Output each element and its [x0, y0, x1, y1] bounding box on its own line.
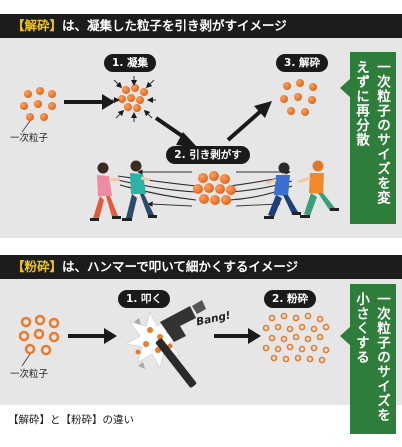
- section2-fine-particles: [262, 312, 330, 364]
- section2-callout-arrow: [340, 326, 351, 346]
- section1-arrow-1-head: [102, 94, 115, 110]
- figure-caption: 【解砕】と【粉砕】の違い: [8, 414, 134, 426]
- section1-step3-badge: [276, 54, 328, 72]
- section2-primary-label: 一次粒子: [10, 369, 49, 380]
- section1-panel: [0, 38, 402, 238]
- section1-title-text: は、凝集した粒子を引き剥がすイメージ: [62, 18, 287, 33]
- section2-primary-particles: [18, 314, 60, 356]
- section2-callout: 一次粒子のサイズを小さくする: [350, 284, 396, 434]
- section1-dispersed-particles: [280, 79, 317, 116]
- section1-title-keyword: 【解砕】: [12, 18, 63, 33]
- section1-aggregate-cluster: [118, 84, 148, 112]
- section1-step2-badge: [166, 146, 250, 164]
- section1-arrow-3: [226, 108, 264, 142]
- section1-pulled-cluster: [193, 171, 236, 205]
- section1-title-bar: 【解砕】は、凝集した粒子を引き剥がすイメージ: [0, 14, 402, 38]
- section1-step3-label: 3. 解砕: [284, 57, 320, 69]
- person-left-1: [90, 162, 121, 221]
- section1-step1-badge: [104, 54, 156, 72]
- section1-primary-particles: [20, 87, 56, 121]
- person-right-1: [264, 162, 301, 219]
- section2-primary-pointer: [21, 353, 31, 367]
- section1-arrow-3-head: [254, 101, 272, 118]
- section1-pull-arrows: [137, 169, 291, 207]
- section2-step1-label: 1. 叩く: [126, 293, 162, 305]
- section1-primary-label: 一次粒子: [10, 133, 49, 144]
- section1-step2-label: 2. 引き剥がす: [174, 149, 242, 161]
- section1-aggregate-force-arrows: [112, 76, 156, 122]
- section2-title-bar: 【粉砕】は、ハンマーで叩いて細かくするイメージ: [0, 255, 402, 279]
- section1-callout-arrow: [340, 78, 351, 98]
- section1-arrow-2-head: [176, 132, 198, 148]
- person-left-2: [122, 160, 157, 221]
- section2-arrow-1-head: [104, 328, 117, 344]
- section2-arrow-2-head: [248, 328, 261, 344]
- section2-step2-label: 2. 粉砕: [272, 293, 308, 305]
- impact-fragments: [134, 318, 181, 369]
- section1-callout: 一次粒子のサイズを変えずに再分散: [350, 52, 396, 224]
- person-right-2: [297, 160, 339, 218]
- section2-title-text: は、ハンマーで叩いて細かくするイメージ: [62, 259, 299, 274]
- section2-step1-badge: [118, 290, 170, 308]
- section2-step2-badge: [264, 290, 316, 308]
- section1-primary-pointer: [21, 120, 31, 133]
- section1-callout-text: 一次粒子のサイズを変えずに再分散: [353, 60, 390, 205]
- section2-callout-text: 一次粒子のサイズを小さくする: [353, 292, 390, 423]
- section1-step1-label: 1. 凝集: [112, 57, 148, 69]
- section2-title-keyword: 【粉砕】: [12, 259, 63, 274]
- hammer-icon: [155, 300, 206, 388]
